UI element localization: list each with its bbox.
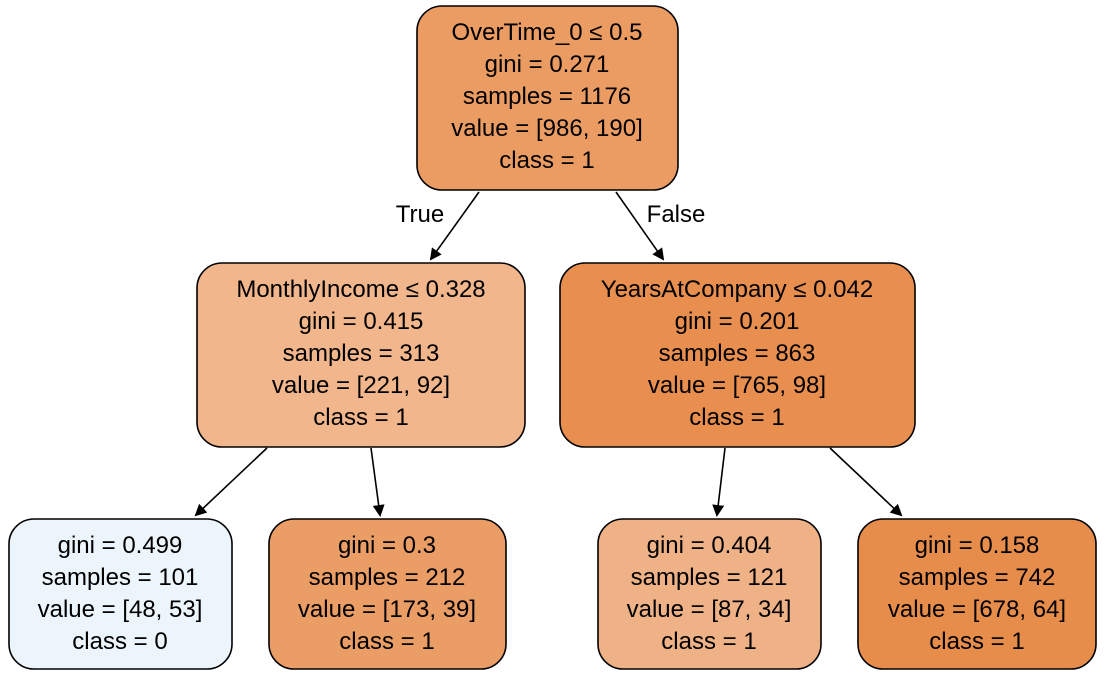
node-gini-label: gini = 0.499 (58, 532, 183, 559)
node-box (268, 518, 507, 670)
node-class-label: class = 1 (929, 628, 1024, 655)
node-class-label: class = 1 (689, 404, 784, 431)
tree-node-root: OverTime_0 ≤ 0.5 gini = 0.271 samples = … (416, 5, 679, 191)
edge-right-to-right-right (829, 447, 903, 517)
node-box (416, 5, 679, 191)
node-class-label: class = 0 (72, 628, 167, 655)
node-value-label: value = [48, 53] (38, 596, 203, 623)
node-value-label: value = [221, 92] (272, 372, 450, 399)
edge-left-to-left-right (370, 447, 385, 517)
node-samples-label: samples = 863 (659, 340, 816, 367)
node-samples-label: samples = 1176 (463, 83, 631, 110)
edge-root-to-right (615, 191, 665, 261)
tree-node-left: MonthlyIncome ≤ 0.328 gini = 0.415 sampl… (196, 262, 526, 448)
tree-node-right: YearsAtCompany ≤ 0.042 gini = 0.201 samp… (559, 262, 916, 448)
tree-leaf-left-left: gini = 0.499 samples = 101 value = [48, … (8, 518, 233, 670)
node-value-label: value = [678, 64] (888, 596, 1066, 623)
node-class-label: class = 1 (499, 147, 594, 174)
node-value-label: value = [87, 34] (627, 596, 792, 623)
node-class-label: class = 1 (661, 628, 756, 655)
node-gini-label: gini = 0.3 (338, 532, 436, 559)
edge-root-to-left (429, 191, 480, 261)
node-split-label: YearsAtCompany ≤ 0.042 (601, 276, 873, 303)
node-box (196, 262, 526, 448)
node-gini-label: gini = 0.158 (915, 532, 1040, 559)
tree-leaf-right-right: gini = 0.158 samples = 742 value = [678,… (857, 518, 1097, 670)
node-box (8, 518, 233, 670)
node-box (857, 518, 1097, 670)
node-gini-label: gini = 0.271 (485, 51, 610, 78)
node-samples-label: samples = 313 (283, 340, 440, 367)
node-gini-label: gini = 0.404 (647, 532, 772, 559)
edge-right-to-right-left (712, 447, 726, 517)
node-value-label: value = [173, 39] (298, 596, 476, 623)
node-split-label: MonthlyIncome ≤ 0.328 (236, 276, 485, 303)
tree-leaf-right-left: gini = 0.404 samples = 121 value = [87, … (597, 518, 822, 670)
node-value-label: value = [765, 98] (648, 372, 826, 399)
node-value-label: value = [986, 190] (451, 115, 642, 142)
edge-left-to-left-left (194, 447, 268, 517)
false-edge-label: False (647, 201, 706, 228)
node-gini-label: gini = 0.415 (299, 308, 424, 335)
node-samples-label: samples = 101 (42, 564, 199, 591)
node-split-label: OverTime_0 ≤ 0.5 (451, 19, 642, 46)
tree-leaf-left-right: gini = 0.3 samples = 212 value = [173, 3… (268, 518, 507, 670)
true-edge-label: True (396, 201, 444, 228)
node-samples-label: samples = 121 (631, 564, 788, 591)
node-samples-label: samples = 742 (899, 564, 1056, 591)
node-box (559, 262, 916, 448)
node-gini-label: gini = 0.201 (675, 308, 800, 335)
node-class-label: class = 1 (339, 628, 434, 655)
node-class-label: class = 1 (313, 404, 408, 431)
node-samples-label: samples = 212 (309, 564, 466, 591)
node-box (597, 518, 822, 670)
